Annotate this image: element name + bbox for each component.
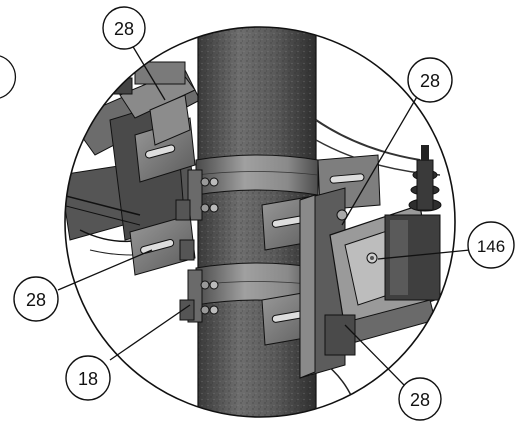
callout-label: 28 [410, 390, 430, 410]
callout-28-left: 28 [13, 276, 59, 322]
callout-label: 146 [477, 237, 505, 256]
partial-callout-edge [0, 55, 17, 99]
callout-146: 146 [467, 221, 515, 269]
callout-28-bottom-right: 28 [398, 377, 442, 421]
detail-circle-outline [64, 26, 456, 418]
lower-hardware [175, 199, 356, 356]
callout-28-top: 28 [102, 6, 146, 50]
detail-view-content [65, 27, 455, 417]
callout-18: 18 [65, 355, 111, 401]
leader-lines [57, 44, 471, 386]
left-slotted-brackets [129, 94, 196, 276]
callout-label: 28 [26, 290, 46, 310]
upper-clamp-band [187, 154, 319, 221]
left-crossarm-assembly [65, 61, 201, 256]
callout-label: 28 [420, 71, 440, 91]
callout-label: 18 [78, 369, 98, 389]
callout-28-upper-right: 28 [407, 57, 453, 103]
callout-label: 28 [114, 19, 134, 39]
